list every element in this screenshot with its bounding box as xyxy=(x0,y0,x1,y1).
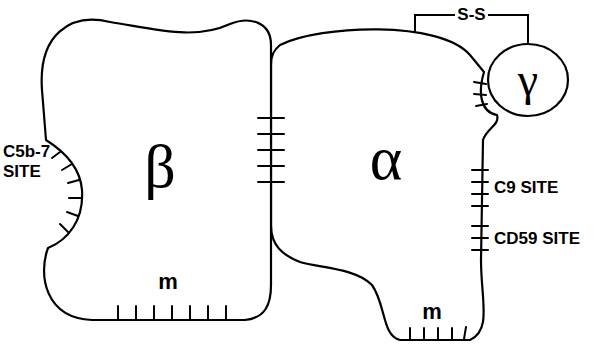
subunit-letter: β xyxy=(144,132,176,200)
site-label: CD59 SITE xyxy=(494,229,598,249)
site-label: C9 SITE xyxy=(494,178,598,198)
site-label: C5b-7 SITE xyxy=(3,142,61,181)
gamma-subunit: γ xyxy=(486,42,570,118)
membrane-mark: m xyxy=(158,270,178,294)
outline-path xyxy=(42,20,271,320)
beta-subunit: βm xyxy=(28,10,276,326)
subunit-letter: γ xyxy=(518,55,538,106)
outline-path xyxy=(271,29,497,340)
alpha-subunit: αm xyxy=(270,20,502,345)
membrane-mark: m xyxy=(422,300,442,324)
outline-path xyxy=(488,44,568,116)
subunit-letter: α xyxy=(370,124,402,192)
bond-label: S-S xyxy=(455,6,487,25)
